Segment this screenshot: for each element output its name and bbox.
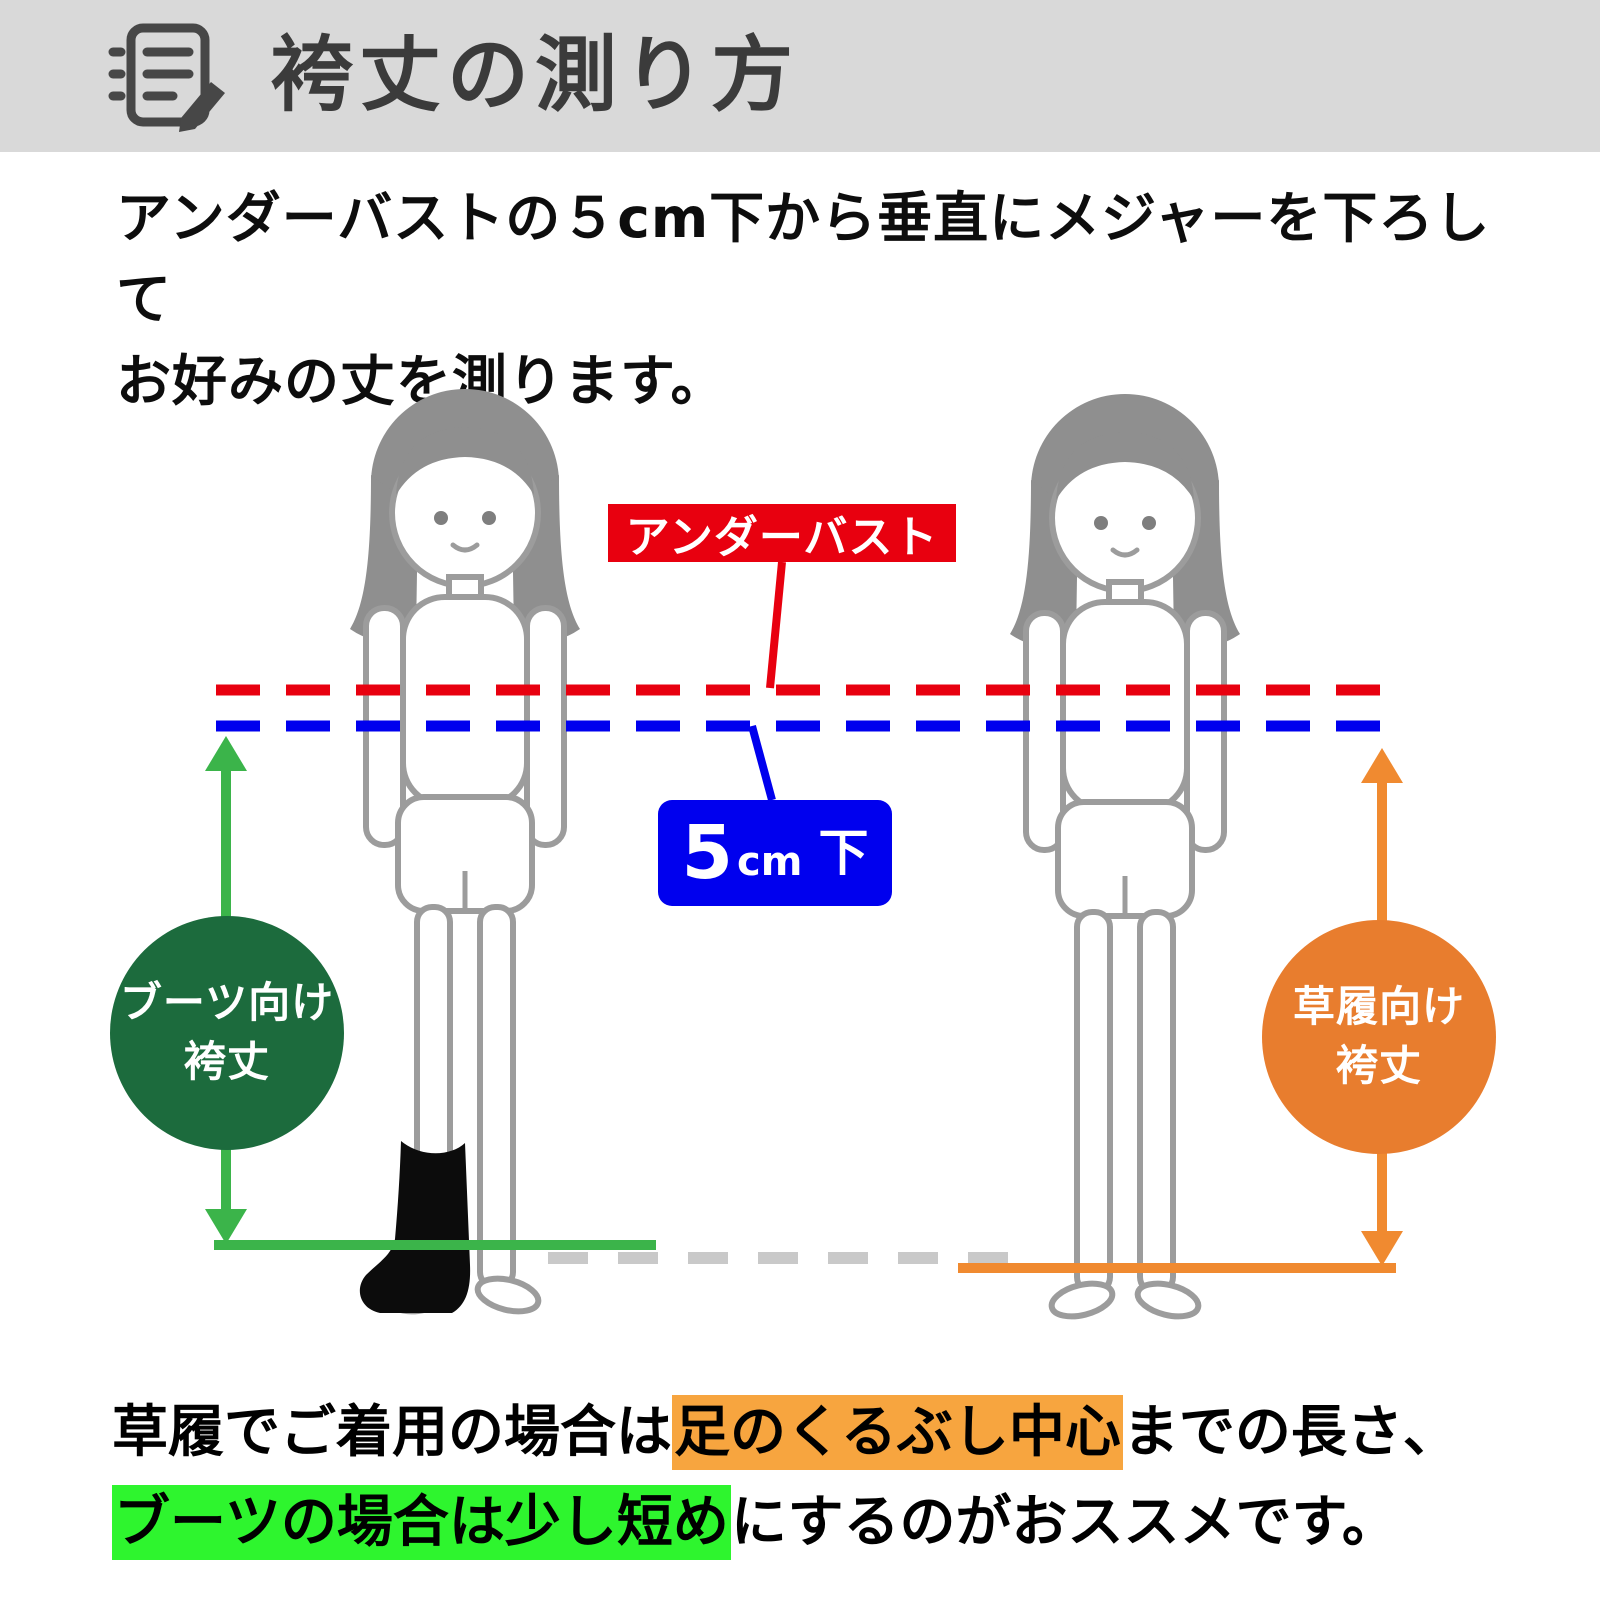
5cm-below-connector-line xyxy=(748,724,776,802)
boots-badge-line-2: 袴丈 xyxy=(183,1037,270,1086)
footer-line-1: 草履でご着用の場合は足のくるぶし中心までの長さ、 xyxy=(112,1388,1552,1478)
boots-shorter-highlight: ブーツの場合は少し短め xyxy=(112,1484,731,1560)
underbust-label-text: アンダーバスト xyxy=(625,512,939,563)
header-bar: 袴丈の測り方 xyxy=(0,0,1600,152)
5cm-number: 5 xyxy=(681,810,734,896)
intro-line-1: アンダーバストの５cm下から垂直にメジャーを下ろして xyxy=(116,186,1491,332)
clipboard-pencil-icon xyxy=(108,23,225,132)
5cm-below-label: 5 cm 下 xyxy=(658,800,892,906)
footer-line-2: ブーツの場合は少し短めにするのがおススメです。 xyxy=(112,1478,1552,1568)
page-title: 袴丈の測り方 xyxy=(271,28,800,123)
pencil-icon xyxy=(179,82,225,132)
person-right-illustration xyxy=(960,350,1290,1350)
zori-badge-line-1: 草履向け xyxy=(1292,982,1465,1032)
person-left-illustration xyxy=(300,345,630,1345)
zori-badge-line-2: 袴丈 xyxy=(1335,1041,1422,1090)
ankle-center-highlight: 足のくるぶし中心 xyxy=(672,1395,1123,1470)
boot-icon xyxy=(359,1141,471,1313)
footer-line-1-pre: 草履でご着用の場合は xyxy=(112,1400,672,1465)
footer-line-1-post: までの長さ、 xyxy=(1122,1400,1459,1465)
boots-length-badge: ブーツ向け 袴丈 xyxy=(110,916,344,1150)
footer-line-2-post: にするのがおススメです。 xyxy=(730,1489,1398,1555)
footer-note: 草履でご着用の場合は足のくるぶし中心までの長さ、 ブーツの場合は少し短めにするの… xyxy=(112,1388,1552,1567)
underbust-connector-line xyxy=(766,561,786,689)
5cm-suffix: 下 xyxy=(818,824,869,882)
underbust-label: アンダーバスト xyxy=(608,504,956,563)
boots-badge-line-1: ブーツ向け xyxy=(119,978,335,1028)
zori-length-badge: 草履向け 袴丈 xyxy=(1262,920,1496,1154)
5cm-unit: cm xyxy=(737,839,803,885)
intro-text: アンダーバストの５cm下から垂直にメジャーを下ろして お好みの丈を測ります。 xyxy=(116,178,1536,422)
